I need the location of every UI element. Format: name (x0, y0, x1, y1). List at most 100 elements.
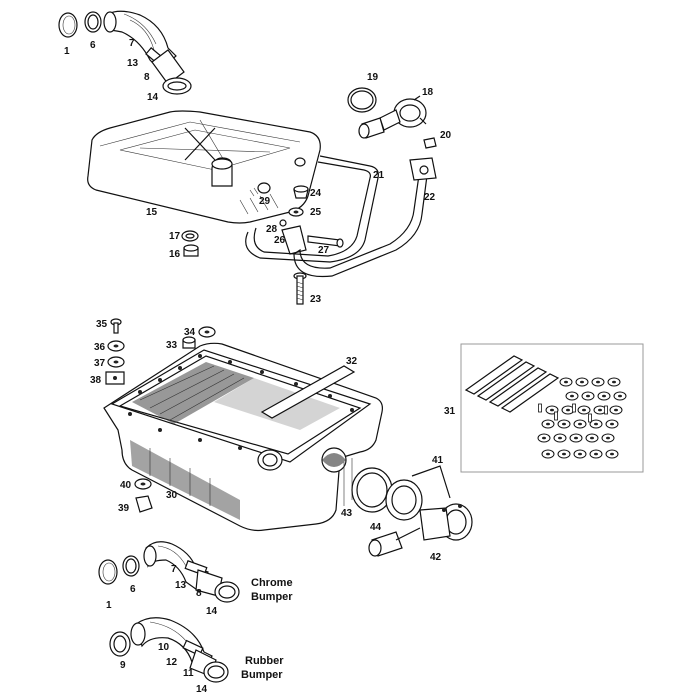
gasket-part-43 (351, 467, 393, 513)
label-44: 44 (370, 522, 382, 533)
kit-washer-hole (566, 408, 570, 412)
kit-washer-hole (606, 436, 610, 440)
label-20: 20 (440, 130, 452, 141)
kit-washer-hole (578, 452, 582, 456)
chrome-bumper-filler-assembly: 1 6 7 13 8 14 Chrome Bumper (98, 541, 293, 617)
washer-part-36 (107, 340, 125, 352)
top-filler-neck-assembly: 1 6 7 13 8 14 (58, 10, 192, 103)
filler-cap-part-1 (58, 12, 78, 38)
kit-washer-hole (558, 436, 562, 440)
strap-part-22 (293, 167, 429, 278)
kit-washer-hole (546, 452, 550, 456)
kit-washer-hole (570, 394, 574, 398)
kit-washer-hole (580, 380, 584, 384)
label-7: 7 (129, 38, 135, 49)
label-29: 29 (259, 196, 271, 207)
kit-washer-hole (610, 422, 614, 426)
kit-washer-hole (598, 408, 602, 412)
kit-screw (604, 405, 608, 415)
kit-washer-hole (594, 452, 598, 456)
label-19: 19 (367, 72, 379, 83)
kit-washer-hole (562, 422, 566, 426)
kit-washer-hole (564, 380, 568, 384)
label-15: 15 (146, 207, 158, 218)
clip-part-38 (105, 371, 125, 385)
label-23: 23 (310, 294, 322, 305)
kit-washer-hole (542, 436, 546, 440)
chrome-bumper-caption-line1: Chrome (251, 577, 293, 589)
kit-washer-hole (550, 408, 554, 412)
upper-fuel-tank-assembly: 15 16 17 18 19 20 21 22 23 24 25 26 27 2… (87, 72, 452, 305)
gasket-part-19 (347, 87, 377, 113)
label-10: 10 (158, 642, 170, 653)
label-12: 12 (166, 657, 178, 668)
kit-washer-hole (574, 436, 578, 440)
bracket-part-26 (281, 225, 307, 255)
label-21: 21 (373, 170, 385, 181)
kit-washer-hole (602, 394, 606, 398)
label-37: 37 (94, 358, 106, 369)
label-33: 33 (166, 340, 178, 351)
label-34: 34 (184, 327, 196, 338)
label-14: 14 (196, 684, 208, 695)
nut-part-33 (182, 336, 196, 349)
fuel-sender-part-18 (358, 95, 427, 139)
washer-part-28 (279, 219, 287, 227)
rubber-bumper-caption-line1: Rubber (245, 655, 284, 667)
label-13: 13 (127, 58, 139, 69)
washer-part-17 (181, 230, 199, 242)
screw-part-35 (110, 318, 122, 334)
washer-part-37 (107, 356, 125, 368)
label-41: 41 (432, 455, 444, 466)
label-39: 39 (118, 503, 130, 514)
kit-washer-hole (546, 422, 550, 426)
label-22: 22 (424, 192, 436, 203)
seal-part-9 (109, 631, 131, 657)
nut-part-39 (135, 495, 153, 513)
kit-washer-hole (596, 380, 600, 384)
label-1: 1 (64, 46, 70, 57)
float-part-44 (368, 527, 421, 557)
label-16: 16 (169, 249, 181, 260)
label-28: 28 (266, 224, 278, 235)
kit-washer-hole (614, 408, 618, 412)
mounting-kit-part-31: 31 (444, 343, 644, 473)
chrome-bumper-caption-line2: Bumper (251, 591, 293, 603)
seal-part-14 (214, 581, 240, 603)
washer-part-34 (198, 326, 216, 338)
filler-cap-part-1 (98, 559, 118, 585)
label-24: 24 (310, 188, 322, 199)
label-1: 1 (106, 600, 112, 611)
label-6: 6 (90, 40, 96, 51)
label-31: 31 (444, 406, 456, 417)
seal-part-14 (162, 77, 192, 95)
filler-elbow-part-7 (145, 541, 209, 593)
kit-screw (572, 403, 576, 413)
screw-part-20 (423, 137, 437, 149)
label-11: 11 (183, 668, 194, 679)
kit-washer-hole (562, 452, 566, 456)
kit-screw (588, 413, 592, 423)
kit-screw (554, 411, 558, 421)
label-9: 9 (120, 660, 126, 671)
label-17: 17 (169, 231, 181, 242)
strip-part-32 (260, 365, 356, 419)
label-6: 6 (130, 584, 136, 595)
label-26: 26 (274, 235, 286, 246)
hose-part-8 (151, 49, 185, 85)
kit-washer-hole (586, 394, 590, 398)
kit-washer-hole (578, 422, 582, 426)
kit-washer-hole (582, 408, 586, 412)
label-18: 18 (422, 87, 434, 98)
label-8: 8 (144, 72, 150, 83)
kit-screw (538, 403, 542, 413)
kit-washer-hole (618, 394, 622, 398)
tank-filler-opening (257, 449, 283, 471)
label-35: 35 (96, 319, 108, 330)
bolt-part-23 (293, 272, 307, 305)
label-36: 36 (94, 342, 106, 353)
label-14: 14 (147, 92, 159, 103)
kit-washer-hole (594, 422, 598, 426)
lower-fuel-tank-assembly: 35 36 37 38 34 33 32 30 40 39 41 42 43 4… (90, 318, 473, 563)
